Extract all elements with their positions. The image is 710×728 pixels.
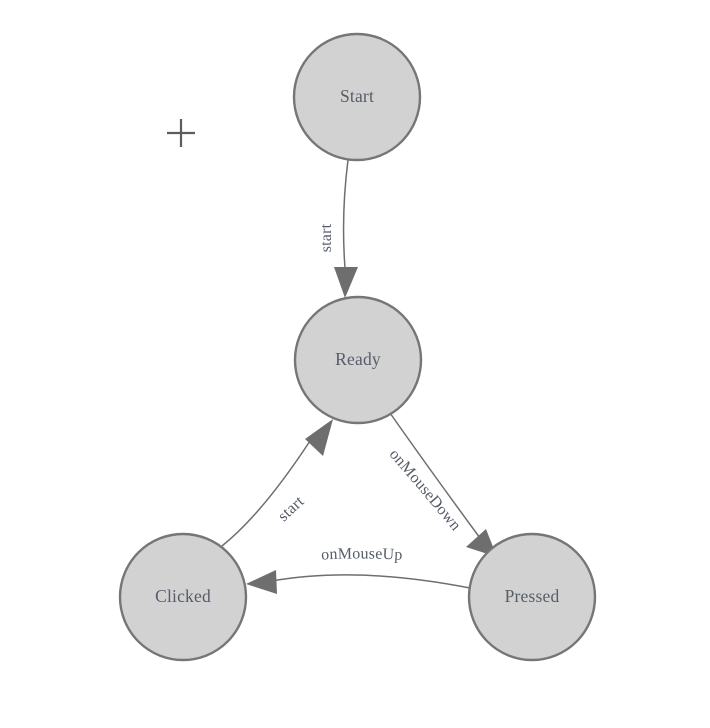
edge-clicked-to-ready[interactable]: start [221,419,333,547]
edge-pressed-to-clicked[interactable]: onMouseUp [246,545,471,594]
edge-ready-to-pressed[interactable]: onMouseDown [386,412,497,557]
edge-pressed-to-clicked-label: onMouseUp [321,545,403,563]
state-node-ready-circle[interactable] [293,295,423,425]
edge-pressed-to-clicked-arrowhead [246,570,277,594]
state-node-pressed[interactable]: Pressed [467,532,597,662]
state-node-pressed-circle[interactable] [467,532,597,662]
state-node-start-label: Start [340,86,374,106]
state-node-clicked-circle[interactable] [118,532,248,662]
state-node-clicked[interactable]: Clicked [118,532,248,662]
state-node-start[interactable]: Start [292,32,422,162]
edge-ready-to-pressed-path [389,412,481,539]
edge-start-to-ready-path [342,159,349,269]
crosshair-plus-icon[interactable] [167,119,195,147]
edge-clicked-to-ready-path [221,440,311,547]
state-node-start-circle[interactable] [292,32,422,162]
state-node-ready[interactable]: Ready [293,295,423,425]
edge-clicked-to-ready-arrowhead [305,419,333,456]
edge-start-to-ready-arrowhead [334,267,358,298]
state-node-ready-label: Ready [335,349,381,369]
edge-start-to-ready[interactable]: start [318,159,358,298]
state-node-clicked-label: Clicked [155,586,211,606]
edge-pressed-to-clicked-path [271,574,471,589]
edge-ready-to-pressed-label: onMouseDown [386,446,464,534]
edge-start-to-ready-label: start [318,223,335,252]
edge-clicked-to-ready-label: start [275,493,308,525]
state-node-pressed-label: Pressed [505,586,560,606]
